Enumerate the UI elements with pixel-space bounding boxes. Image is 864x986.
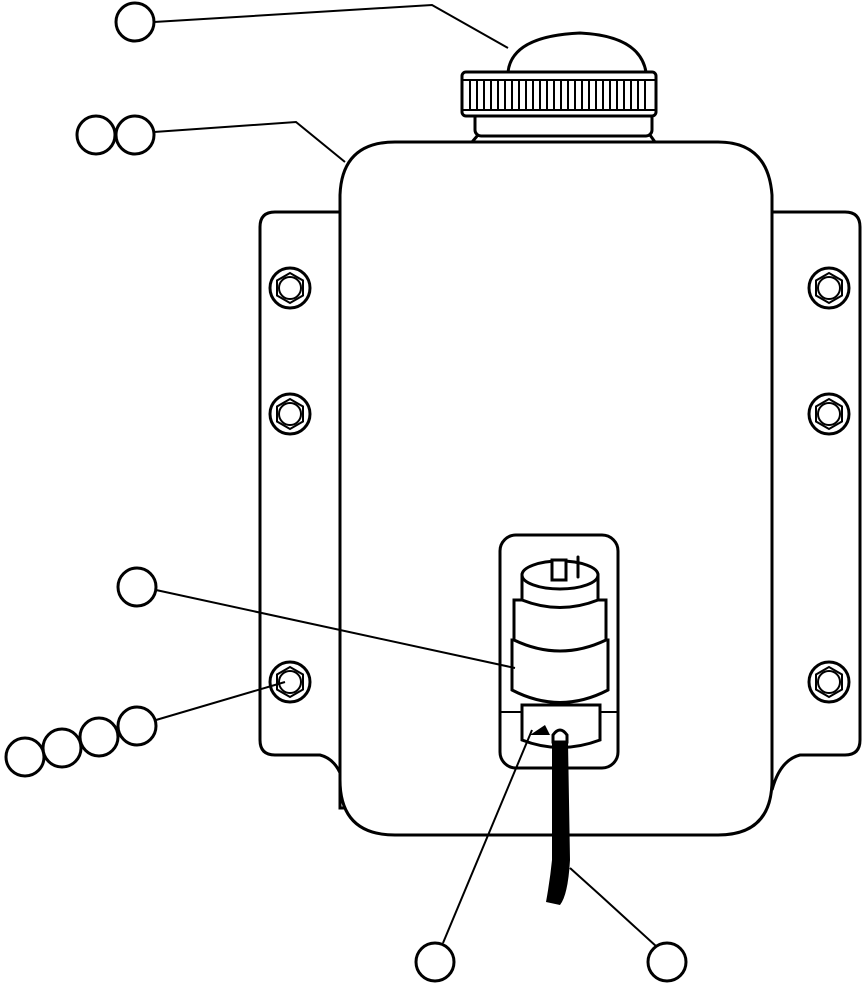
- callout-bolt-a: [4, 736, 46, 778]
- bolt-center: [817, 670, 841, 694]
- mounting-bolt: [268, 660, 312, 704]
- mounting-bolt: [807, 266, 851, 310]
- callout-tank-b: [114, 114, 156, 156]
- right-mounting-flange: [770, 210, 862, 791]
- callout-cap: [114, 1, 156, 43]
- bolt-center: [278, 276, 302, 300]
- mounting-bolt: [807, 660, 851, 704]
- callout-terminal: [414, 941, 456, 983]
- bolt-hex-head: [815, 271, 843, 305]
- mounting-bolt: [268, 266, 312, 310]
- bolt-hex-head: [276, 665, 304, 699]
- sensor-connector: [510, 555, 610, 749]
- callout-cable: [646, 941, 688, 983]
- mounting-bolt: [268, 392, 312, 436]
- filler-cap: [460, 31, 658, 144]
- tank-body: [338, 140, 774, 837]
- bolt-hex-head: [815, 665, 843, 699]
- bolt-center: [278, 402, 302, 426]
- bolt-center: [817, 276, 841, 300]
- callout-bolt-d: [116, 705, 158, 747]
- leader-lines: [153, 3, 658, 948]
- bolt-center: [278, 670, 302, 694]
- bolt-hex-head: [815, 397, 843, 431]
- bolt-center: [817, 402, 841, 426]
- callout-bolt-c: [78, 716, 120, 758]
- bolt-hex-head: [276, 271, 304, 305]
- mounting-bolt: [807, 392, 851, 436]
- bolt-hex-head: [276, 397, 304, 431]
- cable: [546, 742, 570, 905]
- callout-tank-a: [75, 114, 117, 156]
- callout-connector: [116, 566, 158, 608]
- callout-bolt-b: [41, 727, 83, 769]
